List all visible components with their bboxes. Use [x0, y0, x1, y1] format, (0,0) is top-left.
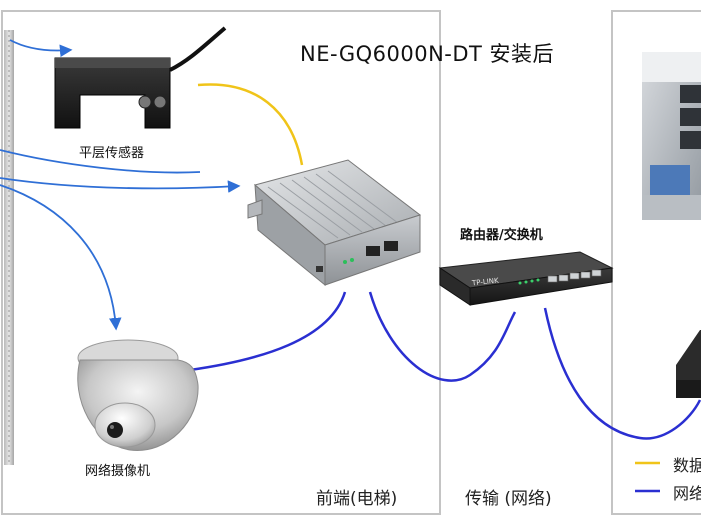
network-camera: [77, 339, 199, 451]
front-zone-frame: [1, 10, 441, 515]
data-cable: [197, 83, 304, 166]
network-cables: [189, 291, 701, 440]
display-device: [676, 330, 701, 398]
legend-data-label: 数据: [673, 456, 701, 475]
camera-label: 网络摄像机: [85, 464, 151, 479]
signal-arrows: [0, 39, 241, 331]
controller-device: [247, 159, 422, 287]
sensor-label: 平层传感器: [79, 146, 145, 161]
router-label: 路由器/交换机: [460, 228, 543, 243]
router-device: [438, 251, 614, 306]
front-zone-label: 前端(电梯): [316, 489, 398, 509]
elevator-shaft: [4, 30, 14, 465]
legend-network-label: 网络: [673, 484, 701, 503]
monitoring-room-photo: [642, 52, 701, 220]
display-zone-frame: [611, 10, 701, 515]
level-sensor: [54, 26, 227, 129]
transfer-zone-label: 传输 (网络): [465, 489, 552, 509]
diagram-title: NE-GQ6000N-DT 安装后: [300, 42, 555, 66]
